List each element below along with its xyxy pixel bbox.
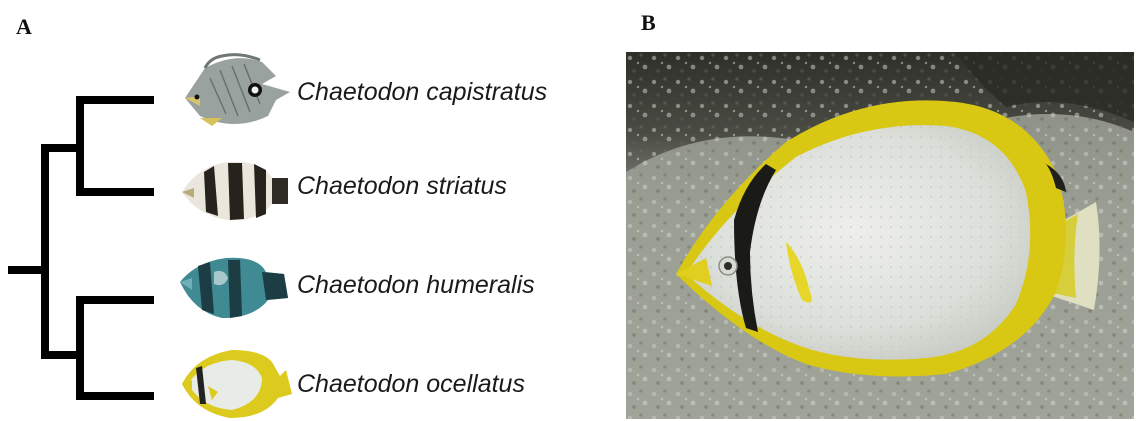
species-label-capistratus: Chaetodon capistratus — [297, 80, 547, 105]
threeband-butterflyfish-icon — [180, 258, 288, 318]
species-label-humeralis: Chaetodon humeralis — [297, 273, 535, 298]
tree-branches — [12, 100, 150, 396]
species-label-ocellatus: Chaetodon ocellatus — [297, 372, 525, 397]
species-label-striatus: Chaetodon striatus — [297, 174, 507, 199]
banded-butterflyfish-icon — [182, 162, 288, 220]
spotfin-butterflyfish-icon — [182, 350, 292, 418]
spotfin-butterflyfish-photo — [626, 52, 1134, 419]
foureye-butterflyfish-icon — [185, 55, 290, 126]
panel-label-b: B — [641, 10, 656, 36]
phylogenetic-tree — [0, 0, 620, 421]
